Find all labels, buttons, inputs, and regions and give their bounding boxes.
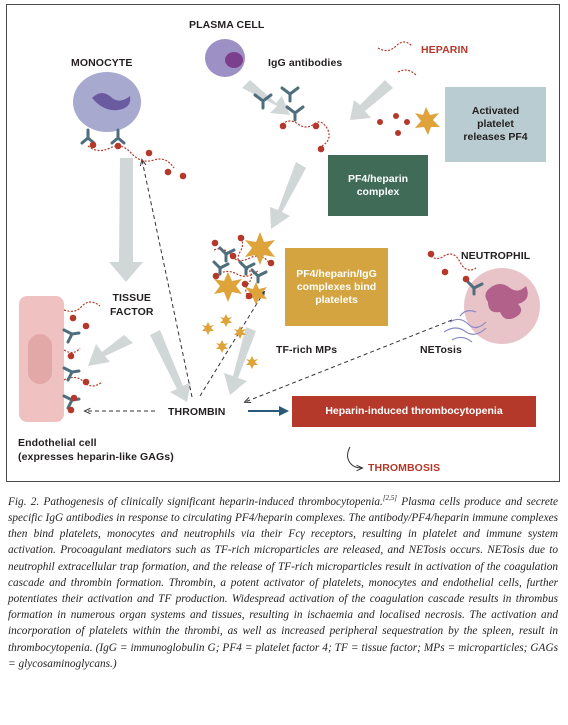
label-neutrophil: NEUTROPHIL [461, 250, 531, 262]
heparin-strand [377, 41, 417, 76]
dashed-arrows [85, 160, 453, 411]
box-activated-platelet: Activated platelet releases PF4 [445, 87, 546, 162]
label-tf-rich-mps: TF-rich MPs [276, 344, 338, 356]
label-plasma-cell: PLASMA CELL [189, 19, 265, 31]
igg-antibodies [253, 86, 305, 122]
arrow-to-endothelium [88, 335, 133, 366]
arrow-complex-to-binding [270, 162, 306, 229]
pathogenesis-diagram [19, 39, 540, 485]
box-pf4-heparin-complex: PF4/heparin complex [328, 155, 428, 216]
arrow-tissue-factor-to-thrombin [150, 330, 191, 402]
pf4-release [377, 107, 440, 136]
arrow-binding-to-mps [224, 327, 256, 395]
arrow-heparin-to-complex [350, 80, 393, 120]
caption-prefix: Fig. 2. Pathogenesis of clinically signi… [8, 495, 383, 508]
dashed-thrombin-to-monocyte [142, 160, 193, 398]
monocyte [73, 72, 187, 180]
box-complexes-bind-platelets: PF4/heparin/IgG complexes bind platelets [285, 248, 388, 326]
dashed-neutrophil-to-thrombin [245, 319, 453, 402]
platelet-cluster [211, 232, 275, 305]
label-heparin: HEPARIN [421, 44, 469, 56]
microparticles [202, 314, 258, 369]
dashed-thrombin-to-binding [199, 292, 264, 397]
neutrophil [427, 250, 540, 344]
label-monocyte: MONOCYTE [71, 57, 133, 69]
box-heparin-induced-thrombocytopenia: Heparin-induced thrombocytopenia [292, 396, 536, 427]
caption-body: Plasma cells produce and secrete specifi… [8, 495, 558, 670]
figure-frame [6, 4, 560, 482]
arrow-monocyte-to-tissue-factor [109, 158, 143, 282]
plasma-cell [205, 39, 245, 77]
label-endothelial-cell: Endothelial cell (expresses heparin-like… [18, 437, 174, 463]
thrombosis-curved-arrow [347, 446, 362, 468]
grey-arrows [88, 80, 393, 402]
caption-reference: [2,5] [382, 494, 398, 502]
label-netosis: NETosis [420, 344, 462, 356]
endothelial-cell [19, 296, 103, 422]
label-thrombin: THROMBIN [168, 406, 226, 418]
label-thrombosis: THROMBOSIS [368, 462, 441, 474]
label-tissue-factor: TISSUE FACTOR [110, 292, 154, 318]
label-igg-antibodies: IgG antibodies [268, 57, 343, 69]
figure-caption: Fig. 2. Pathogenesis of clinically signi… [8, 490, 558, 672]
heparin-chain-complex [279, 120, 330, 153]
